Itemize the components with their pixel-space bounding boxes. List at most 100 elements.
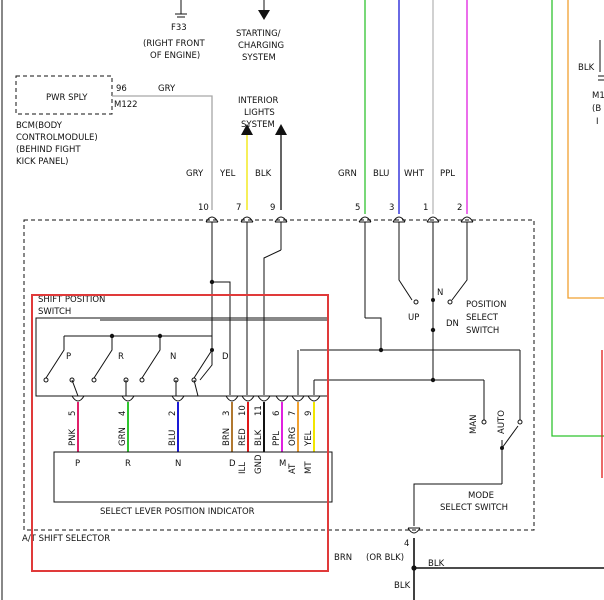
b-paren-label: (B	[592, 104, 601, 114]
bottom-connector-9	[307, 395, 321, 402]
shift-label-2: SWITCH	[38, 307, 71, 317]
bottom-wire-color-label: BLK	[254, 429, 264, 446]
interior-lights: INTERIOR LIGHTS SYSTEM	[238, 96, 287, 135]
pwr-sply-label: PWR SPLY	[46, 93, 88, 103]
bottom-connector-11	[257, 395, 271, 402]
indicator-terminal-label: D	[229, 459, 236, 469]
indicator-label: SELECT LEVER POSITION INDICATOR	[100, 507, 255, 517]
bottom-connector-7	[291, 395, 305, 402]
indicator-terminal-label: N	[175, 459, 181, 469]
m122-label: M122	[114, 100, 138, 110]
bottom-connector-3	[225, 395, 239, 402]
top-blk-label: BLK	[255, 169, 272, 179]
pin-10-label: 10	[198, 203, 209, 213]
f33-location-2: OF ENGINE)	[150, 51, 200, 61]
bottom-pin-number: 4	[118, 411, 128, 416]
starting-charging-arrow: STARTING/ CHARGING SYSTEM	[236, 0, 284, 63]
bottom-pin-number: 3	[222, 411, 232, 416]
f33-ground: F33 (RIGHT FRONT OF ENGINE)	[143, 0, 205, 61]
bottom-wire-color-label: BRN	[222, 428, 232, 446]
bcm-label-4: KICK PANEL)	[16, 157, 68, 167]
bottom-pins: 5PNKP4GRNR2BLUN3BRND10REDILL11BLKGND6PPL…	[68, 395, 321, 474]
select-lever-indicator: SELECT LEVER POSITION INDICATOR	[53, 451, 333, 517]
internal-wires	[100, 222, 521, 450]
auto-label: AUTO	[497, 410, 507, 434]
blk-bottom-label-2: BLK	[428, 559, 445, 569]
pin-96-label: 96	[116, 84, 127, 94]
bottom-wire-color-label: RED	[238, 428, 248, 446]
highlight-box	[31, 294, 329, 572]
top-yel-label: YEL	[219, 169, 236, 179]
gry-wire-bcm	[112, 95, 213, 210]
pss-label-3: SWITCH	[466, 326, 499, 336]
top-ppl-label: PPL	[440, 169, 455, 179]
indicator-terminal-label: P	[75, 459, 80, 469]
bottom-connector-4	[121, 395, 135, 402]
bottom-wire-color-label: BLU	[168, 430, 178, 446]
starting-label-3: SYSTEM	[242, 53, 276, 63]
bcm-label-1: BCM(BODY	[16, 121, 63, 131]
ground-connector: 4 BRN (OR BLK) BLK BLK	[334, 527, 604, 600]
shift-n-label: N	[170, 352, 176, 362]
brn-bottom-label: BRN	[334, 553, 352, 563]
starting-label-2: CHARGING	[238, 41, 284, 51]
pin-3-label: 3	[389, 203, 394, 213]
bottom-pin-number: 10	[238, 405, 248, 416]
top-blu-label: BLU	[373, 169, 389, 179]
shift-p-label: P	[66, 352, 71, 362]
bottom-pin-number: 6	[272, 411, 282, 416]
blk-right-label: BLK	[578, 63, 595, 73]
pss-label-1: POSITION	[466, 300, 506, 310]
shift-r-label: R	[118, 352, 124, 362]
shift-position-switch: SHIFT POSITION SWITCH P R N D	[35, 295, 329, 397]
starting-label-1: STARTING/	[236, 29, 281, 39]
pss-label-2: SELECT	[466, 313, 499, 323]
bottom-connector-5	[71, 395, 85, 402]
dn-label: DN	[446, 319, 459, 329]
mode-select-switch: MAN AUTO MODE SELECT SWITCH	[413, 410, 523, 526]
gry-wire-label: GRY	[158, 84, 176, 94]
pin-9-label: 9	[270, 203, 275, 213]
top-gry-label: GRY	[186, 169, 204, 179]
indicator-terminal-label: MT	[304, 461, 314, 474]
bcm-label-2: CONTROLMODULE)	[16, 133, 98, 143]
shift-label-1: SHIFT POSITION	[38, 295, 105, 305]
top-grn-label: GRN	[338, 169, 357, 179]
indicator-terminal-label: M	[279, 459, 286, 469]
mode-label-2: SELECT SWITCH	[440, 503, 508, 513]
bottom-wire-color-label: PNK	[68, 429, 78, 446]
f33-label: F33	[171, 23, 187, 33]
up-label: UP	[408, 313, 419, 323]
bcm-label-3: (BEHIND FIGHT	[16, 145, 81, 155]
f33-location-1: (RIGHT FRONT	[143, 39, 205, 49]
pin-5-label: 5	[355, 203, 360, 213]
pin-1-label: 1	[423, 203, 428, 213]
pin-2-label: 2	[457, 203, 462, 213]
m1-label: M1	[592, 91, 604, 101]
bottom-pin-number: 2	[168, 411, 178, 416]
pin-7-label: 7	[236, 203, 241, 213]
bottom-connector-6	[275, 395, 289, 402]
man-label: MAN	[469, 414, 479, 434]
bcm-block: PWR SPLY 96 M122 GRY BCM(BODY CONTROLMOD…	[15, 75, 176, 167]
bottom-wire-color-label: PPL	[272, 431, 282, 446]
bottom-wire-color-label: GRN	[118, 427, 128, 446]
shift-d-label: D	[222, 352, 229, 362]
bottom-connector-2	[171, 395, 185, 402]
bottom-wire-color-label: YEL	[304, 430, 314, 447]
position-select-switch: UP N DN POSITION SELECT SWITCH	[408, 288, 506, 336]
indicator-terminal-label: GND	[254, 454, 264, 474]
interior-label-3: SYSTEM	[241, 120, 275, 130]
at-shift-selector-label: A/T SHIFT SELECTOR	[22, 534, 110, 544]
interior-label-1: INTERIOR	[238, 96, 279, 106]
bottom-pin-number: 9	[304, 411, 314, 416]
at-shift-selector-outline	[23, 219, 535, 531]
junction-dots	[109, 279, 436, 383]
top-wht-label: WHT	[404, 169, 425, 179]
bottom-pin-number: 11	[254, 405, 264, 416]
bottom-connector-10	[241, 395, 255, 402]
right-edge-wires: BLK M1 (B I	[551, 0, 604, 478]
interior-label-2: LIGHTS	[244, 108, 275, 118]
pin-4-label: 4	[404, 539, 409, 549]
